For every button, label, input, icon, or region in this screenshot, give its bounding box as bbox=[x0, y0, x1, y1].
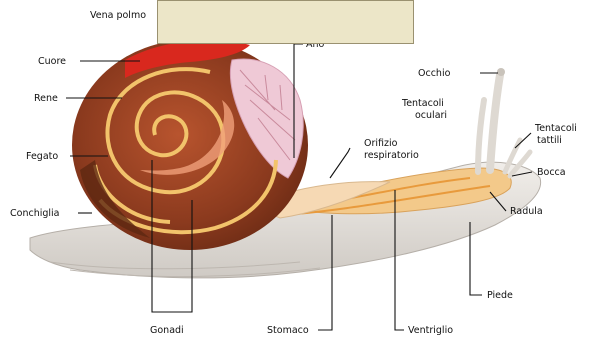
leader-orifizio bbox=[330, 148, 350, 178]
label-fegato: Fegato bbox=[26, 151, 58, 162]
label-bocca: Bocca bbox=[537, 167, 566, 178]
label-cuore: Cuore bbox=[38, 56, 66, 67]
eye-dot bbox=[497, 68, 505, 76]
label-tentacoli-tattili-line1: Tentacoli bbox=[534, 123, 577, 134]
label-radula: Radula bbox=[510, 206, 543, 217]
label-tentacoli-oculari-line1: Tentacoli bbox=[401, 98, 444, 109]
label-conchiglia: Conchiglia bbox=[10, 208, 59, 219]
label-orifizio-line1: Orifizio bbox=[364, 138, 398, 149]
label-orifizio-line2: respiratorio bbox=[364, 150, 419, 161]
label-rene: Rene bbox=[34, 93, 58, 104]
label-stomaco: Stomaco bbox=[267, 325, 309, 336]
label-piede: Piede bbox=[487, 290, 513, 301]
label-tentacoli-oculari-line2: oculari bbox=[415, 110, 447, 121]
label-tentacoli-tattili-line2: tattili bbox=[537, 135, 562, 146]
label-vena-polmonare: Vena polmo bbox=[90, 10, 146, 21]
eye-tentacle bbox=[490, 75, 500, 170]
eye-tentacle-2 bbox=[478, 100, 484, 172]
label-occhio: Occhio bbox=[418, 68, 451, 79]
label-gonadi: Gonadi bbox=[150, 325, 184, 336]
label-ventriglio: Ventriglio bbox=[408, 325, 453, 336]
label-cover-box bbox=[157, 0, 414, 44]
